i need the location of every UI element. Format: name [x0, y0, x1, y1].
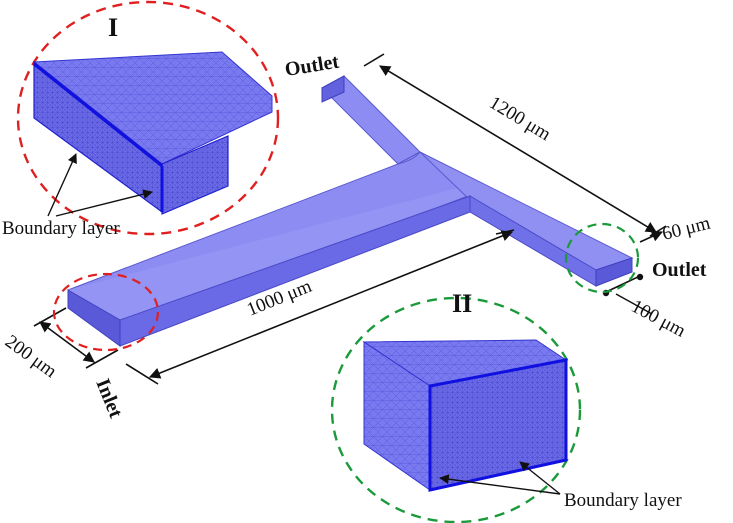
inlet-highlight-circle	[52, 272, 160, 352]
boundary-layer-label-2: Boundary layer	[564, 490, 682, 511]
inset-1-arrow-a	[47, 153, 77, 217]
inset-2-label: II	[452, 289, 472, 318]
inset-2-end-face	[428, 358, 568, 492]
dim-line-200	[39, 321, 95, 363]
dim-line-1200	[379, 65, 657, 233]
outlet-top-label: Outlet	[283, 51, 341, 81]
inset-1-arrow-b	[55, 189, 153, 217]
inset-1-boundary-edge	[33, 62, 163, 168]
inset-1: I	[16, 0, 280, 236]
inlet-end-face	[67, 289, 121, 347]
dimensions	[33, 53, 667, 385]
boundary-layer-label-1: Boundary layer	[2, 218, 120, 239]
dim-line-1000	[148, 230, 514, 379]
dim-label-1200: 1200 μm	[485, 92, 554, 145]
dim-dot-100-b	[636, 273, 644, 281]
dim-ext-1200-a	[363, 53, 385, 67]
dim-line-100	[605, 275, 641, 293]
inset-1-label: I	[108, 13, 118, 42]
outlet-end-face-top	[321, 75, 345, 103]
dim-ext-200-a	[33, 307, 67, 327]
dim-leader-100	[615, 293, 653, 315]
outlet-highlight-circle	[564, 222, 640, 294]
inset-2: II	[330, 289, 582, 523]
dim-ext-1000-a	[125, 363, 159, 385]
dim-line-60	[639, 231, 664, 243]
dim-ext-200-b	[85, 349, 119, 369]
dim-label-200: 200 μm	[1, 331, 61, 382]
inlet-label: Inlet	[91, 376, 127, 422]
dim-label-60: 60 μm	[660, 213, 713, 245]
inset-2-arrow-a	[439, 474, 561, 495]
inset-2-arrow-b	[519, 461, 561, 495]
outlet-end-face-right	[595, 257, 633, 287]
outlet-right-label: Outlet	[652, 259, 707, 281]
dim-label-100: 100 μm	[628, 296, 689, 342]
dim-ext-1000-b	[495, 229, 515, 235]
